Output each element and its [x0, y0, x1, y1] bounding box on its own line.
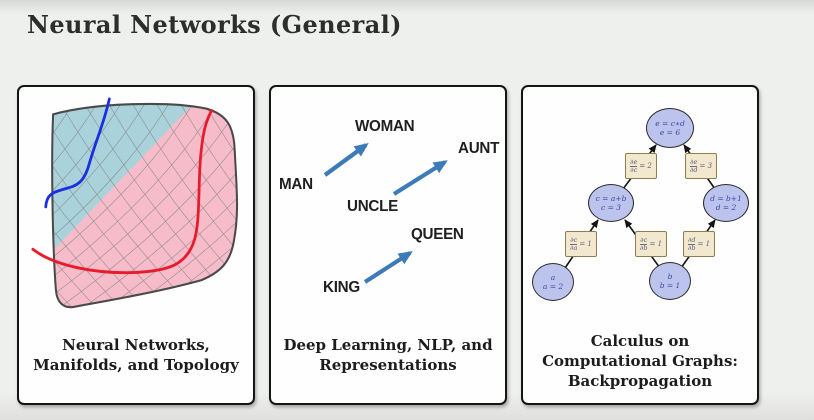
node-value: b = 1 — [659, 281, 681, 290]
graph-node-c: c = a+b c = 3 — [588, 184, 634, 222]
word-embedding-thumbnail: WOMAN AUNT MAN UNCLE QUEEN KING — [271, 87, 505, 403]
derivative-box-dd-db: ∂d ∂b = 1 — [683, 231, 715, 257]
derivative-denominator: ∂b — [687, 243, 696, 252]
caption-line: Neural Networks, — [62, 336, 210, 354]
derivative-fraction: ∂c ∂b — [639, 235, 648, 252]
card-caption: Deep Learning, NLP, and Representations — [271, 335, 505, 375]
caption-line: Deep Learning, NLP, and — [283, 336, 493, 354]
page-title: Neural Networks (General) — [27, 10, 402, 39]
graph-node-a: a a = 2 — [532, 263, 574, 301]
node-expression: e = c∗d — [655, 118, 685, 128]
node-expression: c = a+b — [595, 193, 627, 203]
derivative-numerator: ∂e — [630, 157, 638, 166]
card-manifolds-topology[interactable]: Neural Networks, Manifolds, and Topology — [17, 85, 255, 405]
derivative-denominator: ∂c — [630, 165, 638, 174]
derivative-box-de-dc: ∂e ∂c = 2 — [625, 153, 657, 179]
graph-node-e: e = c∗d e = 6 — [646, 108, 694, 148]
caption-line: Manifolds, and Topology — [33, 356, 239, 374]
node-value: d = 2 — [715, 203, 737, 212]
derivative-denominator: ∂b — [639, 243, 648, 252]
derivative-fraction: ∂e ∂c — [630, 157, 638, 174]
computational-graph-thumbnail: ∂e ∂c = 2 ∂e ∂d = 3 ∂c ∂a = 1 — [523, 87, 757, 403]
manifold-red-curve — [31, 109, 214, 275]
derivative-value: = 1 — [649, 240, 663, 248]
graph-node-d: d = b+1 d = 2 — [703, 184, 749, 222]
card-caption: Calculus on Computational Graphs: Backpr… — [523, 331, 757, 391]
derivative-fraction: ∂c ∂a — [570, 235, 578, 252]
word-label-man: MAN — [279, 176, 313, 193]
node-value: e = 6 — [659, 128, 681, 137]
node-expression: b — [667, 271, 673, 281]
word-label-woman: WOMAN — [355, 118, 415, 135]
manifold-thumbnail — [19, 87, 253, 403]
node-value: c = 3 — [600, 203, 622, 212]
arrow-uncle-aunt-icon — [392, 160, 448, 196]
derivative-value: = 3 — [699, 162, 713, 170]
node-value: a = 2 — [542, 282, 564, 291]
manifold-blue-curve — [44, 97, 111, 209]
node-expression: d = b+1 — [710, 193, 742, 203]
card-caption: Neural Networks, Manifolds, and Topology — [19, 335, 253, 375]
derivative-box-de-dd: ∂e ∂d = 3 — [685, 153, 717, 179]
analogy-arrows — [323, 143, 448, 284]
derivative-box-dc-da: ∂c ∂a = 1 — [565, 231, 597, 257]
card-backpropagation[interactable]: ∂e ∂c = 2 ∂e ∂d = 3 ∂c ∂a = 1 — [521, 85, 759, 405]
word-label-queen: QUEEN — [411, 226, 464, 243]
caption-line: Backpropagation — [567, 372, 713, 390]
derivative-numerator: ∂d — [687, 235, 696, 244]
caption-line: Representations — [319, 356, 457, 374]
derivative-denominator: ∂a — [570, 243, 578, 252]
derivative-value: = 1 — [579, 240, 592, 248]
graph-node-b: b b = 1 — [649, 262, 691, 300]
manifold-plot — [31, 97, 239, 309]
derivative-numerator: ∂c — [640, 235, 648, 244]
derivative-value: = 1 — [697, 240, 711, 248]
derivative-fraction: ∂e ∂d — [689, 157, 698, 174]
arrow-man-woman-icon — [323, 143, 369, 177]
node-expression: a — [550, 272, 556, 282]
arrow-king-queen-icon — [363, 251, 413, 284]
word-label-aunt: AUNT — [458, 140, 500, 157]
derivative-numerator: ∂c — [570, 235, 578, 244]
caption-line: Calculus on — [590, 332, 690, 350]
derivative-fraction: ∂d ∂b — [687, 235, 696, 252]
card-nlp-representations[interactable]: WOMAN AUNT MAN UNCLE QUEEN KING Deep Lea… — [269, 85, 507, 405]
derivative-value: = 2 — [639, 162, 652, 170]
derivative-box-dc-db: ∂c ∂b = 1 — [635, 231, 667, 257]
word-label-uncle: UNCLE — [347, 198, 398, 215]
word-label-king: KING — [323, 279, 360, 296]
manifold-outline — [51, 102, 239, 309]
derivative-denominator: ∂d — [689, 165, 698, 174]
caption-line: Computational Graphs: — [542, 352, 738, 370]
derivative-numerator: ∂e — [690, 157, 698, 166]
